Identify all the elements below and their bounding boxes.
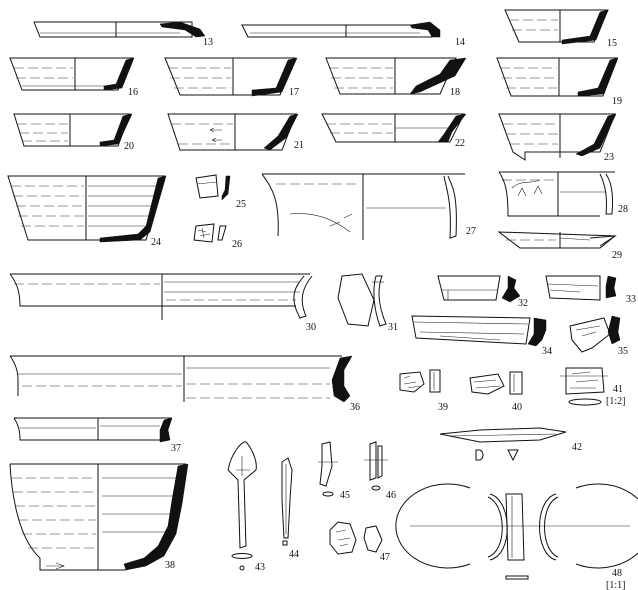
artifact-17-label: 17 <box>289 87 299 98</box>
artifact-27-drawing: 27 <box>261 173 476 240</box>
artifact-18-label: 18 <box>450 87 460 98</box>
artifact-14-drawing: 14 <box>241 21 465 48</box>
artifact-14-label: 14 <box>455 37 465 48</box>
artifact-21-drawing: 21 <box>167 113 304 151</box>
artifact-31-drawing: 31 <box>337 273 398 333</box>
artifact-48-label: 48 <box>612 568 622 579</box>
artifact-36-label: 36 <box>350 402 360 413</box>
artifact-13-drawing: 13 <box>33 21 213 48</box>
artifact-24-drawing: 24 <box>7 175 167 248</box>
artifact-19-drawing: 19 <box>496 57 622 107</box>
artifact-47-label: 47 <box>380 552 390 563</box>
artifact-48-scale: [1:1] <box>606 580 625 590</box>
artifact-33-drawing: 33 <box>545 275 636 305</box>
artifact-16-drawing: 16 <box>9 57 138 98</box>
artifact-35-drawing: 35 <box>569 315 628 357</box>
artifact-16-label: 16 <box>128 87 138 98</box>
artifact-36-drawing: 36 <box>9 355 360 413</box>
artifact-15-drawing: 15 <box>504 9 617 49</box>
artifact-43-drawing: 43 <box>227 441 265 573</box>
artifact-41-drawing: 41 [1:2] <box>560 367 625 407</box>
artifact-44-label: 44 <box>289 549 299 560</box>
artifact-39-label: 39 <box>438 402 448 413</box>
artifact-20-drawing: 20 <box>13 113 134 152</box>
artifact-30-label: 30 <box>306 322 316 333</box>
artifact-42-label: 42 <box>572 442 582 453</box>
artifact-44-drawing: 44 <box>281 457 299 560</box>
artifact-37-label: 37 <box>171 443 181 454</box>
artifact-25-drawing: 25 <box>195 174 246 210</box>
artifact-41-label: 41 <box>613 384 623 395</box>
artifact-21-label: 21 <box>294 140 304 151</box>
artifact-34-label: 34 <box>542 346 552 357</box>
artifact-23-label: 23 <box>604 152 614 163</box>
artifact-42-drawing: 42 <box>439 427 582 462</box>
artifact-35-label: 35 <box>618 346 628 357</box>
artifact-23-drawing: 23 <box>498 113 617 163</box>
artifact-18-drawing: 18 <box>325 57 467 98</box>
artifact-28-drawing: 28 <box>498 171 628 217</box>
artifact-47-drawing: 47 <box>329 521 390 563</box>
artifact-13-label: 13 <box>203 37 213 48</box>
artifact-38-drawing: 38 <box>9 463 189 571</box>
artifact-25-label: 25 <box>236 199 246 210</box>
artifact-29-drawing: 29 <box>497 231 622 261</box>
artifact-15-label: 15 <box>607 38 617 49</box>
artifact-22-label: 22 <box>455 138 465 149</box>
artifact-30-drawing: 30 <box>9 273 316 333</box>
artifact-46-label: 46 <box>386 490 396 501</box>
artifact-34-drawing: 34 <box>411 315 552 357</box>
artifact-26-label: 26 <box>232 239 242 250</box>
artifact-19-label: 19 <box>612 96 622 107</box>
artifact-33-label: 33 <box>626 294 636 305</box>
artifact-43-label: 43 <box>255 562 265 573</box>
artifact-40-label: 40 <box>512 402 522 413</box>
artifact-48-drawing: 48 [1:1] <box>395 483 638 590</box>
artifact-27-label: 27 <box>466 226 476 237</box>
artifact-37-drawing: 37 <box>13 417 181 454</box>
artifact-24-label: 24 <box>151 237 161 248</box>
artifact-41-scale: [1:2] <box>606 396 625 407</box>
artifact-20-label: 20 <box>124 141 134 152</box>
artifact-45-drawing: 45 <box>318 441 350 501</box>
artifact-46-drawing: 46 <box>364 441 396 501</box>
artifact-17-drawing: 17 <box>164 57 299 98</box>
artifact-38-label: 38 <box>165 560 175 571</box>
artifact-32-label: 32 <box>518 298 528 309</box>
artifact-40-drawing: 40 <box>469 371 523 413</box>
artifact-28-label: 28 <box>618 204 628 215</box>
artifact-39-drawing: 39 <box>399 369 448 413</box>
artifact-26-drawing: 26 <box>193 223 242 250</box>
artifact-31-label: 31 <box>388 322 398 333</box>
artifact-45-label: 45 <box>340 490 350 501</box>
artifact-29-label: 29 <box>612 250 622 261</box>
artifact-22-drawing: 22 <box>321 113 467 149</box>
artifact-32-drawing: 32 <box>437 275 528 309</box>
